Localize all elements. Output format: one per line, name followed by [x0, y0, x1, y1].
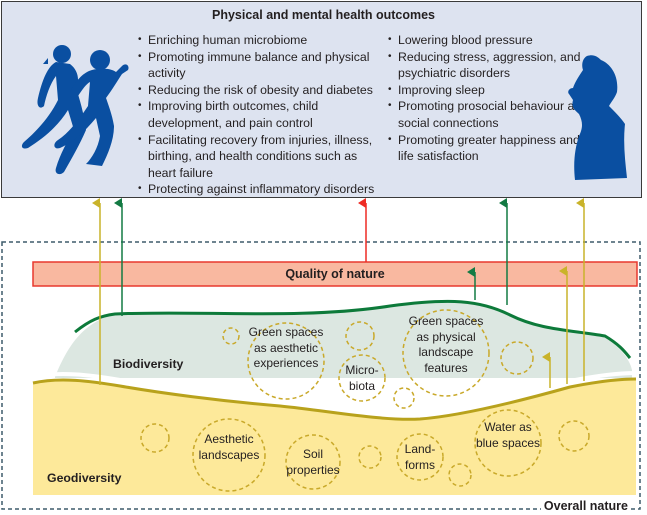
feature-circle-small [448, 463, 472, 487]
biodiversity-label: Biodiversity [113, 357, 184, 371]
feature-circle-water [474, 409, 542, 477]
biodiversity-top-edge [74, 299, 632, 359]
health-outcomes-title: Physical and mental health outcomes [212, 8, 435, 22]
outcome-item: Enriching human microbiome [138, 32, 388, 49]
feature-circle-landforms [396, 433, 444, 481]
feature-circle-green-aesthetic [247, 322, 325, 400]
feature-circle-small [393, 387, 415, 409]
geodiversity-region [33, 378, 636, 495]
outcomes-list-right: Lowering blood pressure Reducing stress,… [388, 32, 598, 165]
geodiversity-label: Geodiversity [47, 471, 122, 485]
outcome-item: Promoting immune balance and physical ac… [138, 49, 388, 82]
feature-circle-microbiota [338, 354, 386, 402]
green-spaces-physical-label: Green spaces as physical landscape featu… [408, 314, 484, 375]
bio-geo-separator [32, 371, 637, 416]
feature-circle-small [358, 445, 382, 469]
outcome-item: Facilitating recovery from injuries, ill… [138, 132, 388, 182]
water-blue-spaces-label: Water as blue spaces [475, 420, 541, 450]
person-looking-up-icon [568, 55, 627, 180]
green-spaces-aesthetic-label: Green spaces as aesthetic experiences [248, 325, 324, 370]
geodiversity-top-edge [32, 377, 637, 421]
aesthetic-landscapes-label: Aesthetic landscapes [198, 432, 260, 462]
biodiversity-region [55, 301, 632, 378]
outcomes-list-left: Enriching human microbiome Promoting imm… [138, 32, 388, 198]
feature-circle-green-physical [402, 309, 490, 397]
outcome-item: Promoting prosocial behaviour and social… [388, 98, 598, 131]
feature-circle-small [345, 321, 375, 351]
outcome-item: Reducing stress, aggression, and psychia… [388, 49, 598, 82]
landforms-label: Land-forms [404, 442, 436, 472]
runners-icon [21, 45, 129, 175]
feature-circle-small [500, 341, 534, 375]
feature-circle-small [558, 420, 590, 452]
outcome-item: Protecting against inflammatory disorder… [138, 181, 388, 198]
outcome-item: Reducing the risk of obesity and diabete… [138, 82, 388, 99]
soil-properties-label: Soil properties [286, 447, 340, 477]
outcome-item: Improving sleep [388, 82, 598, 99]
feature-circle-aesthetic-landscapes [192, 418, 266, 492]
quality-of-nature-label: Quality of nature [285, 267, 385, 281]
outcome-item: Promoting greater happiness and life sat… [388, 132, 598, 165]
feature-circle-small [140, 423, 170, 453]
overall-nature-frame [1, 241, 641, 510]
feature-circle-small [222, 327, 240, 345]
quality-of-nature-bar [32, 261, 638, 287]
overall-nature-label: Overall nature [540, 499, 631, 513]
outcome-item: Improving birth outcomes, child developm… [138, 98, 388, 131]
feature-circle-soil [285, 434, 341, 490]
microbiota-label: Micro-biota [345, 363, 379, 393]
outcome-item: Lowering blood pressure [388, 32, 598, 49]
